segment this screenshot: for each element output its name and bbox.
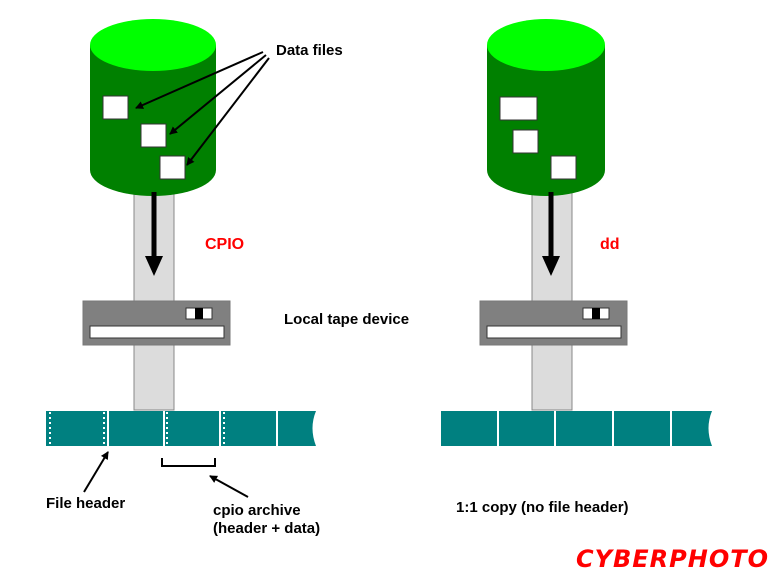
cpio-archive-bracket — [161, 458, 216, 467]
right-tape — [441, 411, 712, 446]
data-file-1 — [102, 95, 129, 120]
data-files-label: Data files — [276, 42, 343, 59]
tape-device-label: Local tape device — [284, 311, 410, 328]
data-file-r1 — [499, 96, 538, 121]
cpio-archive-label-line1: cpio archive — [213, 502, 301, 519]
right-flow-arrow — [542, 192, 560, 276]
data-file-r3 — [550, 155, 577, 180]
data-file-r2 — [512, 129, 539, 154]
cpio-archive-label-line2: (header + data) — [213, 520, 321, 537]
data-file-2 — [140, 123, 167, 148]
left-flow-arrow — [145, 192, 163, 276]
dd-copy-label: 1:1 copy (no file header) — [456, 499, 629, 516]
dd-method-label: dd — [600, 236, 620, 253]
cpio-archive-arrow — [209, 475, 249, 498]
file-header-label: File header — [46, 495, 126, 512]
left-tape-device — [82, 300, 231, 346]
data-files-callout-arrows — [135, 51, 270, 166]
brand-logo-text: CYBERPHOTON — [576, 545, 768, 573]
right-tape-device — [479, 300, 628, 346]
data-file-3 — [159, 155, 186, 180]
left-tape — [46, 411, 316, 446]
file-header-arrow — [83, 451, 109, 493]
cpio-method-label: CPIO — [205, 236, 245, 253]
